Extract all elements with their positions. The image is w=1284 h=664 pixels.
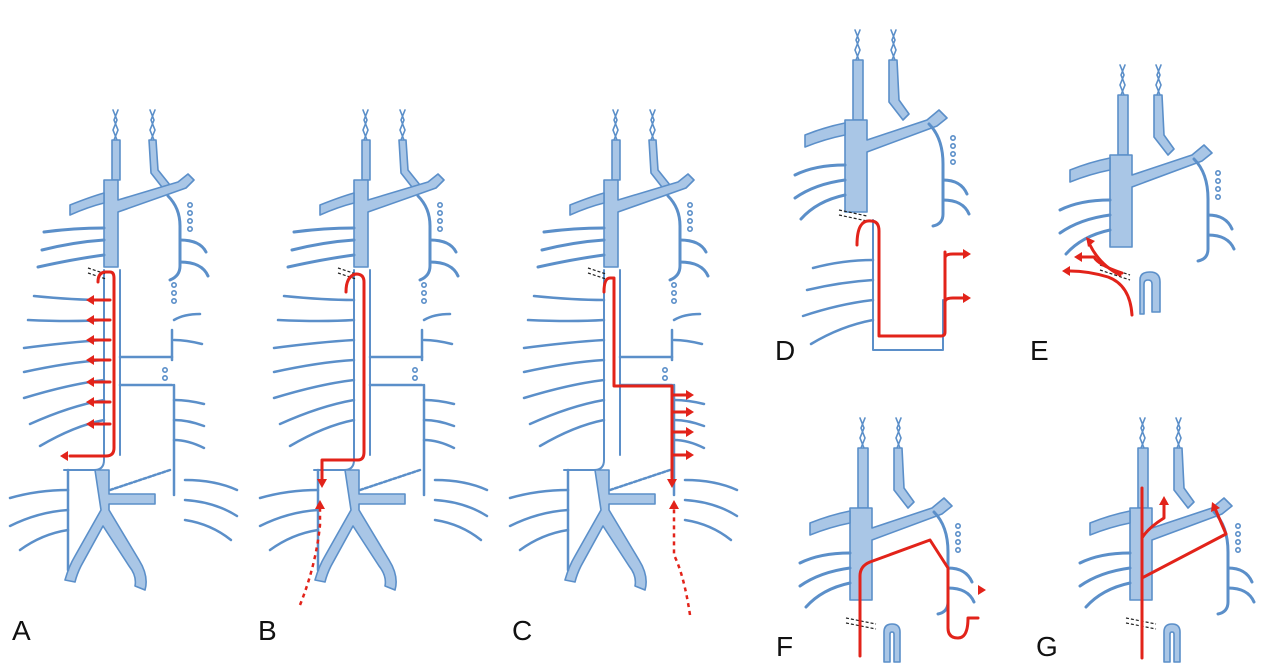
- panel-f: F: [776, 418, 986, 662]
- panel-e: E: [1030, 65, 1234, 366]
- panel-label-e: E: [1030, 335, 1049, 366]
- panel-a: A: [10, 110, 237, 646]
- panel-g: G: [1036, 418, 1254, 662]
- panel-label-d: D: [775, 335, 795, 366]
- panel-d: D: [775, 30, 971, 366]
- panel-label-b: B: [258, 615, 277, 646]
- panel-label-f: F: [776, 631, 793, 662]
- panel-label-g: G: [1036, 631, 1058, 662]
- panel-label-a: A: [12, 615, 31, 646]
- panel-b: B: [258, 110, 487, 646]
- panel-c: C: [510, 110, 737, 646]
- panel-label-c: C: [512, 615, 532, 646]
